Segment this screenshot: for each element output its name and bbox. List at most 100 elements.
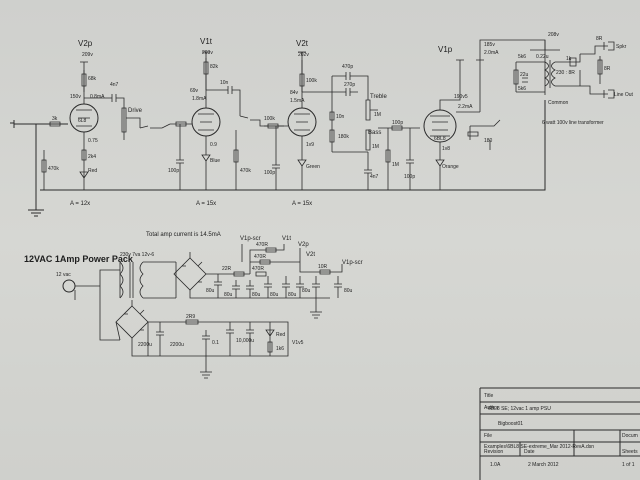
- v1t-plate-resistor: [203, 58, 209, 90]
- v1t-cathode-res: 470k: [240, 168, 251, 174]
- title-block-frame: [479, 387, 640, 480]
- tone-cap2: 270p: [344, 82, 355, 88]
- psu-lv-r-led: 1k6: [276, 346, 284, 352]
- v1p-cathode: [435, 142, 445, 190]
- psu-node-v2p: V2p: [298, 242, 309, 248]
- tone-res: 180k: [338, 134, 349, 140]
- psu-c6: 80u: [302, 288, 311, 294]
- v2p-coupling: [84, 94, 125, 140]
- tb-date-label: Date: [524, 449, 535, 455]
- psu-input-v: 12 vac: [56, 272, 71, 278]
- psu-node-v1p-scr: V1p-scr: [240, 236, 261, 242]
- psu-c7: 80u: [344, 288, 353, 294]
- v2p-gain: A = 12x: [70, 201, 90, 207]
- v2t-plate-res: 100k: [306, 78, 317, 84]
- tb-document-label: Docum: [622, 433, 638, 439]
- tone-bass-label: Bass: [368, 130, 381, 136]
- lv-bridge-wires: [115, 300, 230, 357]
- tube-v2p-elements: [76, 61, 92, 127]
- ht-filter-chain: [230, 244, 343, 277]
- v2p-cathode: [79, 132, 89, 190]
- v1t-coupling-cap: 10n: [220, 80, 229, 86]
- psu-lv-c2: 2200u: [170, 342, 184, 348]
- tb-sheets: 1 of 1: [622, 462, 635, 468]
- psu-lv-c3: 0.1: [212, 340, 219, 346]
- lv-ground: [200, 356, 212, 379]
- v1p-grid-wire: [378, 125, 420, 190]
- out-c1: 0.22u: [536, 54, 549, 60]
- output-transformer: [513, 40, 560, 93]
- v1t-coupling: [206, 86, 241, 116]
- v2t-supply: 202v: [298, 52, 309, 58]
- psu-title: 12VAC 1Amp Power Pack: [24, 254, 134, 264]
- v1t-current: 1.8mA: [192, 96, 207, 102]
- drive-pot: [121, 107, 141, 133]
- psu-lv-c1: 2200u: [138, 342, 152, 348]
- v2t-bypass: [272, 126, 280, 190]
- output-secondary: [555, 45, 608, 95]
- v2p-plate-v: 150v: [70, 94, 81, 100]
- v1p-grid-res: 1M: [392, 162, 399, 168]
- v1p-current: 2.0mA: [484, 50, 499, 56]
- input-resistor: [49, 121, 61, 127]
- v1p-cathode-resistor: [467, 119, 501, 150]
- v1p-led: Orange: [442, 164, 459, 170]
- tb-title-label: Title: [484, 393, 493, 399]
- lv-bridge-rectifier: [115, 305, 149, 339]
- psu-c1: 80u: [206, 288, 215, 294]
- v1p-cathode-res: 180: [484, 138, 493, 144]
- psu-lv-c4: 10,000u: [236, 338, 254, 344]
- v2t-led: Green: [306, 164, 320, 170]
- v2p-plate-res: 68k: [88, 76, 97, 82]
- out-transformer: 230 : 8R: [556, 70, 575, 76]
- psu-c2: 80u: [224, 292, 233, 298]
- v2p-led: Red: [88, 168, 97, 174]
- psu-node-v1t: V1t: [282, 236, 291, 242]
- tone-treble-pot: 1M: [374, 112, 381, 118]
- out-common: Common: [548, 100, 569, 106]
- v1p-tube: 6BL8: [434, 136, 446, 142]
- out-r3: 5k6: [518, 86, 526, 92]
- tube-v2t-elements: [294, 51, 310, 131]
- drive-label: Drive: [128, 108, 143, 114]
- v1p-plate-v: 190v5: [454, 94, 468, 100]
- v1t-supply: 203v: [202, 50, 213, 56]
- v2p-tube: 6L8: [78, 118, 87, 124]
- v2t-cathode-v: 1v9: [306, 142, 314, 148]
- v2p-supply: 209v: [82, 52, 93, 58]
- v1t-led: Blue: [210, 158, 220, 164]
- v1p-supply: 185v: [484, 42, 495, 48]
- psu-r2: 470R: [256, 242, 268, 248]
- v1t-cathode-v: 0.9: [210, 142, 217, 148]
- psu-total-current: Total amp current is 14.5mA: [146, 232, 221, 238]
- tb-date: 2 March 2012: [528, 462, 559, 468]
- out-spkr: Spkr: [616, 44, 627, 50]
- tone-cap3: 10n: [336, 114, 345, 120]
- v1t-name: V1t: [200, 37, 213, 46]
- v2t-bypass: 100p: [264, 170, 275, 176]
- tb-author-label: Author: [484, 405, 499, 411]
- speaker-jack: [603, 41, 615, 51]
- psu-lv-led: Red: [276, 332, 285, 338]
- v2p-current: 0.8mA: [90, 94, 105, 100]
- input-grid-resistor: [41, 150, 47, 190]
- psu-lv-res: 2R9: [186, 314, 195, 320]
- ground-rail: [40, 100, 546, 191]
- v2p-plate-resistor: [81, 70, 87, 92]
- line-out-jack: [603, 89, 615, 99]
- out-c2: 22u: [520, 72, 529, 78]
- tb-revision: 1.0A: [490, 462, 501, 468]
- tone-treble-label: Treble: [370, 94, 387, 100]
- v1t-plate-res: 82k: [210, 64, 219, 70]
- v1t-bypass: [176, 124, 184, 190]
- psu-c5: 80u: [288, 292, 297, 298]
- psu-r4: 470R: [252, 266, 264, 272]
- psu-node-v1p-scr2: V1p-scr: [342, 260, 363, 266]
- v1p-name: V1p: [438, 45, 453, 54]
- v1p-cathode-v: 1v8: [442, 146, 450, 152]
- v1t-gain: A = 15x: [196, 201, 216, 207]
- out-load-a: 8R: [596, 36, 603, 42]
- v1p-screen-current: 2.2mA: [458, 104, 473, 110]
